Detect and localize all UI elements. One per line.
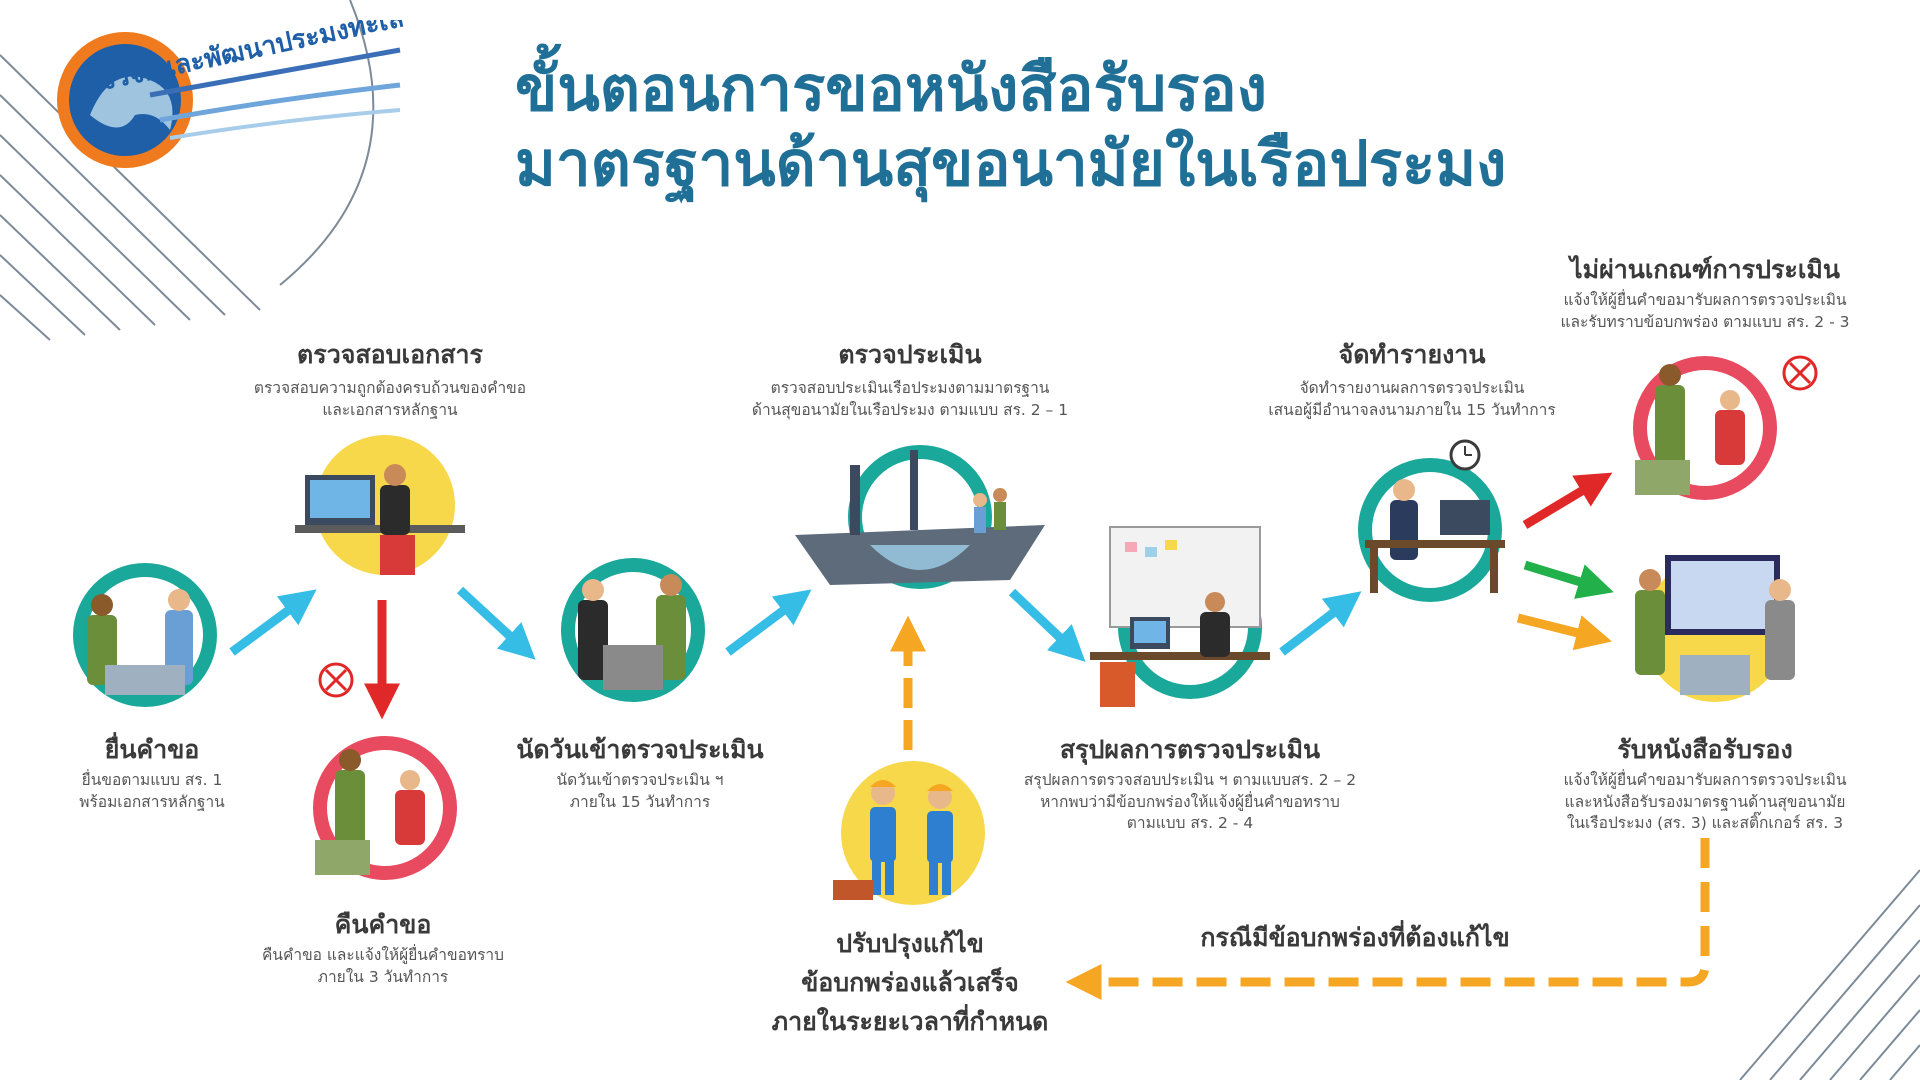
step-check-docs-title: ตรวจสอบเอกสาร xyxy=(297,340,483,369)
step-return-desc: คืนคำขอ และแจ้งให้ผู้ยื่นคำขอทราบ ภายใน … xyxy=(262,946,504,986)
illustration-check-docs xyxy=(295,435,465,575)
arrow-loop-certificate-to-fix xyxy=(1065,838,1710,1000)
step-fail-title: ไม่ผ่านเกณฑ์การประเมิน xyxy=(1570,255,1840,284)
illustration-report xyxy=(1358,439,1505,602)
step-submit-desc: ยื่นขอตามแบบ สร. 1 พร้อมเอกสารหลักฐาน xyxy=(79,771,225,811)
illustration-appointment xyxy=(561,558,705,702)
step-certificate-title: รับหนังสือรับรอง xyxy=(1617,735,1793,764)
step-appointment-title: นัดวันเข้าตรวจประเมิน xyxy=(516,735,764,764)
step-fix-title: ปรับปรุงแก้ไข ข้อบกพร่องแล้วเสร็จ ภายในร… xyxy=(771,929,1049,1036)
step-fail-desc: แจ้งให้ผู้ยื่นคำขอมารับผลการตรวจประเมิน … xyxy=(1560,291,1850,331)
step-appointment-desc: นัดวันเข้าตรวจประเมิน ฯ ภายใน 15 วันทำกา… xyxy=(556,771,724,811)
illustration-fail xyxy=(1633,356,1777,500)
illustration-inspect xyxy=(795,445,1045,589)
arrow-check-to-appointment xyxy=(456,586,536,660)
arrow-report-to-certificate-green xyxy=(1523,560,1614,599)
arrow-report-to-certificate-orange xyxy=(1516,613,1612,651)
step-submit-title: ยื่นคำขอ xyxy=(104,735,200,764)
step-return-title: คืนคำขอ xyxy=(334,910,432,939)
x-mark-icon xyxy=(1782,355,1818,391)
step-inspect-title: ตรวจประเมิน xyxy=(838,340,982,369)
arrow-appointment-to-inspect xyxy=(725,589,812,656)
step-summary-title: สรุปผลการตรวจประเมิน xyxy=(1059,735,1321,764)
x-mark-icon xyxy=(318,662,354,698)
step-report-title: จัดทำรายงาน xyxy=(1338,340,1486,369)
logo: กองวิจัยและพัฒนาประมงทะเล xyxy=(57,20,406,168)
step-inspect-desc: ตรวจสอบประเมินเรือประมงตามมาตรฐาน ด้านสุ… xyxy=(751,379,1069,419)
illustration-certificate xyxy=(1635,555,1795,702)
illustration-fix xyxy=(833,761,985,905)
arrow-report-to-fail xyxy=(1522,472,1613,529)
illustration-summary xyxy=(1090,526,1270,707)
arrow-submit-to-check xyxy=(229,589,317,656)
manta-ray-icon xyxy=(90,76,173,130)
loop-label: กรณีมีข้อบกพร่องที่ต้องแก้ไข xyxy=(1200,923,1510,952)
illustration-submit xyxy=(73,563,217,707)
page-title-line1: ขั้นตอนการขอหนังสือรับรอง xyxy=(515,52,1267,125)
page-title-line2: มาตรฐานด้านสุขอนามัยในเรือประมง xyxy=(515,127,1507,200)
illustration-return xyxy=(313,736,457,880)
arrow-inspect-to-summary xyxy=(1008,588,1086,662)
step-summary-desc: สรุปผลการตรวจสอบประเมิน ฯ ตามแบบสร. 2 – … xyxy=(1023,771,1357,833)
step-certificate-desc: แจ้งให้ผู้ยื่นคำขอมารับผลการตรวจประเมิน … xyxy=(1563,771,1847,833)
step-check-docs-desc: ตรวจสอบความถูกต้องครบถ้วนของคำขอ และเอกส… xyxy=(253,379,527,419)
arrow-summary-to-report xyxy=(1279,591,1362,656)
step-report-desc: จัดทำรายงานผลการตรวจประเมิน เสนอผู้มีอำน… xyxy=(1268,379,1556,419)
